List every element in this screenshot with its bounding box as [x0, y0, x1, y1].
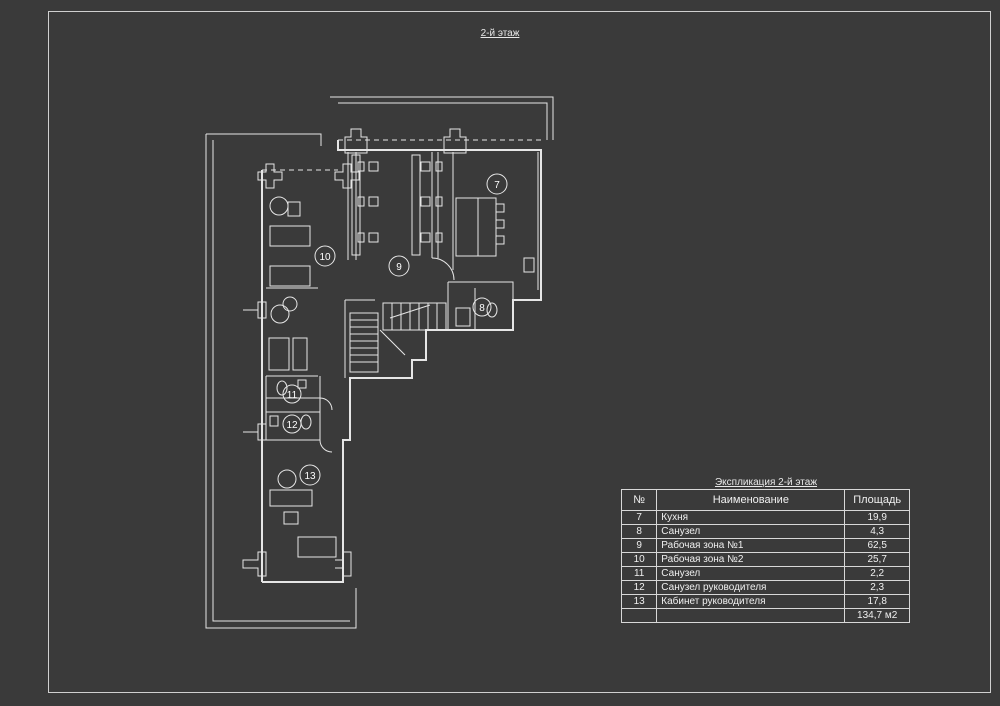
room-label-7: 7 [494, 180, 500, 191]
row-num: 12 [620, 580, 658, 595]
table-header-row: № Наименование Площадь [620, 489, 910, 511]
legend-title: Экспликация 2-й этаж [621, 477, 911, 488]
row-num: 13 [620, 594, 658, 609]
row-num: 9 [620, 538, 658, 553]
row-name: Санузел [656, 566, 846, 581]
table-row: 9 Рабочая зона №1 62,5 [620, 538, 910, 553]
row-num: 10 [620, 552, 658, 567]
kitchen-furniture [455, 152, 539, 290]
row-name: Рабочая зона №2 [656, 552, 846, 567]
room-label-11: 11 [287, 390, 298, 401]
row-area: 17,8 [844, 594, 910, 609]
explication-table: № Наименование Площадь 7 Кухня 19,9 8 Са… [620, 489, 910, 623]
total-num-empty [620, 608, 658, 623]
row-name: Кабинет руководителя [656, 594, 846, 609]
row-area: 2,2 [844, 566, 910, 581]
table-row: 10 Рабочая зона №2 25,7 [620, 552, 910, 567]
room-label-10: 10 [319, 252, 331, 263]
door-swings [319, 257, 455, 453]
header-name: Наименование [656, 489, 846, 511]
drawing-frame [48, 11, 991, 693]
room-label-13: 13 [304, 471, 316, 482]
row-area: 19,9 [844, 510, 910, 525]
staircase [349, 302, 447, 373]
row-area: 25,7 [844, 552, 910, 567]
table-row: 13 Кабинет руководителя 17,8 [620, 594, 910, 609]
room-label-12: 12 [286, 420, 298, 431]
interior-walls [265, 152, 514, 441]
sheet-title: 2-й этаж [0, 28, 1000, 39]
header-num: № [620, 489, 658, 511]
table-total-row: 134,7 м2 [620, 608, 910, 623]
room-label-8: 8 [479, 303, 485, 314]
workstations [351, 154, 443, 256]
sheet-title-text: 2-й этаж [480, 28, 520, 39]
total-name-empty [656, 608, 846, 623]
room-label-9: 9 [396, 262, 402, 273]
table-row: 7 Кухня 19,9 [620, 510, 910, 525]
columns [242, 128, 467, 577]
room-labels: 7 8 9 10 11 12 13 [282, 173, 508, 486]
row-name: Кухня [656, 510, 846, 525]
row-num: 7 [620, 510, 658, 525]
row-name: Санузел [656, 524, 846, 539]
row-num: 11 [620, 566, 658, 581]
table-row: 8 Санузел 4,3 [620, 524, 910, 539]
total-area: 134,7 м2 [844, 608, 910, 623]
exterior-walls [261, 139, 542, 583]
header-area: Площадь [844, 489, 910, 511]
row-area: 62,5 [844, 538, 910, 553]
table-row: 11 Санузел 2,2 [620, 566, 910, 581]
office-furniture [269, 469, 337, 558]
row-area: 2,3 [844, 580, 910, 595]
row-name: Санузел руководителя [656, 580, 846, 595]
legend-title-text: Экспликация 2-й этаж [714, 477, 818, 488]
row-area: 4,3 [844, 524, 910, 539]
lounge-furniture [268, 196, 311, 371]
row-num: 8 [620, 524, 658, 539]
table-row: 12 Санузел руководителя 2,3 [620, 580, 910, 595]
row-name: Рабочая зона №1 [656, 538, 846, 553]
terrace-outline [205, 96, 554, 629]
